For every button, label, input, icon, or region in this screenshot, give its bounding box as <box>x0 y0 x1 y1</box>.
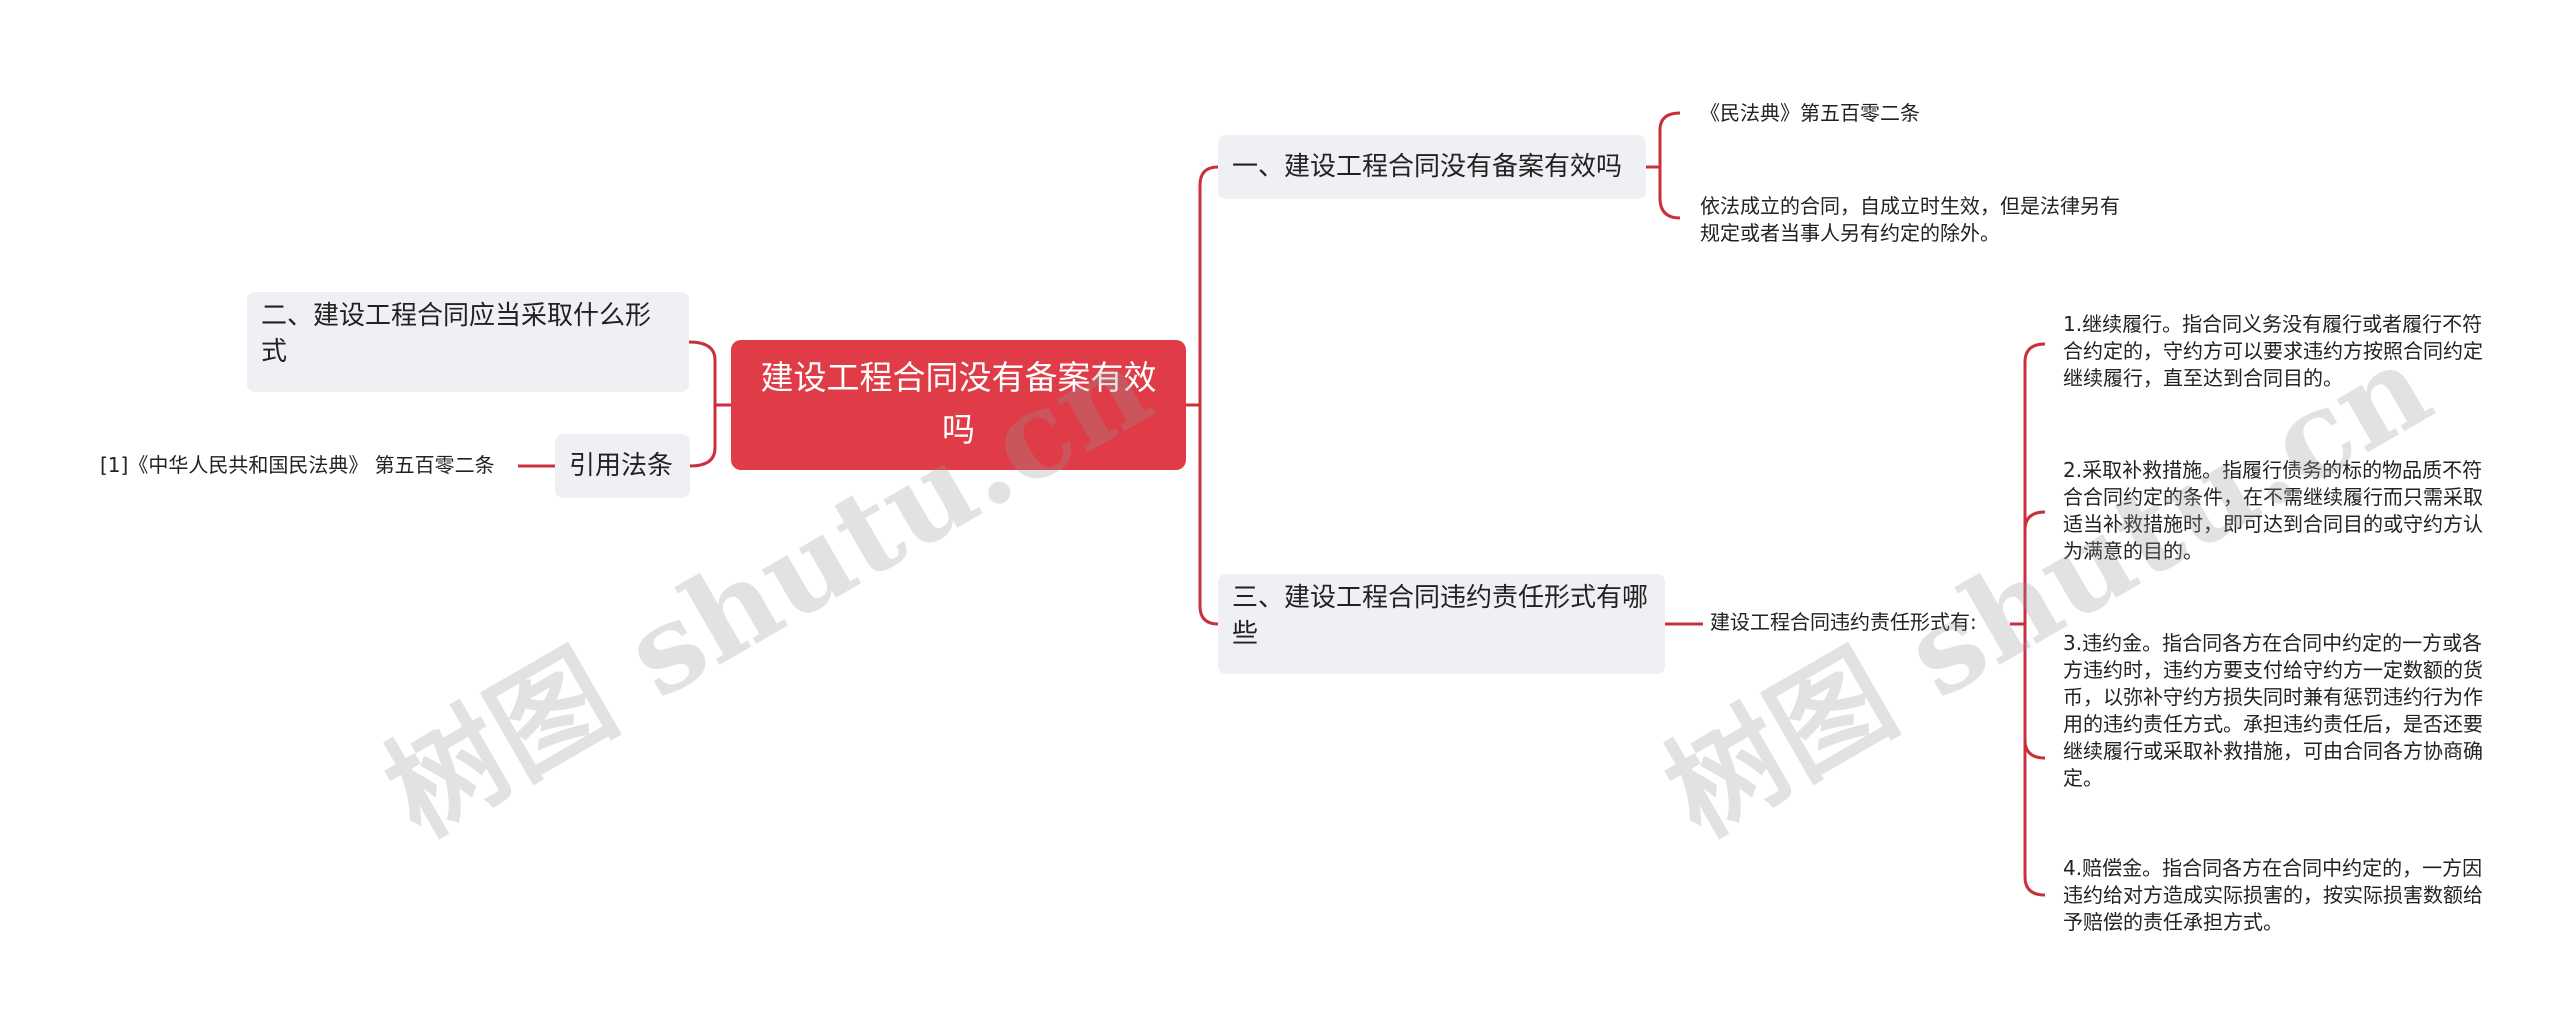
leaf-citation-reference[interactable]: [1]《中华人民共和国民法典》 第五百零二条 <box>100 453 495 477</box>
link-intro-item4 <box>2010 622 2046 897</box>
leaf-law-text[interactable]: 依法成立的合同，自成立时生效，但是法律另有规定或者当事人另有约定的除外。 <box>1700 194 2120 245</box>
link-intro-item2 <box>2010 510 2046 626</box>
leaf-continued-performance[interactable]: 1.继续履行。指合同义务没有履行或者履行不符合约定的，守约方可以要求违约方按照合… <box>2063 312 2483 390</box>
leaf-civil-code-article[interactable]: 《民法典》第五百零二条 <box>1700 101 1920 125</box>
leaf-liquidated-damages[interactable]: 3.违约金。指合同各方在合同中约定的一方或各方违约时，违约方要支付给守约方一定数… <box>2063 631 2483 790</box>
link-validity-civil <box>1646 111 1681 169</box>
link-validity-lawtext <box>1646 165 1681 220</box>
leaf-liability-intro[interactable]: 建设工程合同违约责任形式有: <box>1710 610 1977 634</box>
link-root-citation <box>689 403 731 468</box>
branch-liability-forms[interactable]: 三、建设工程合同违约责任形式有哪些 <box>1218 574 1665 674</box>
root-node[interactable]: 建设工程合同没有备案有效吗 <box>731 340 1186 470</box>
branch-validity[interactable]: 一、建设工程合同没有备案有效吗 <box>1218 135 1646 199</box>
link-root-form <box>688 340 731 407</box>
link-root-validity <box>1186 165 1219 407</box>
branch-citation[interactable]: 引用法条 <box>555 434 690 498</box>
link-intro-item1 <box>2010 342 2046 626</box>
link-root-liability <box>1186 403 1219 626</box>
leaf-remedial-measures[interactable]: 2.采取补救措施。指履行债务的标的物品质不符合合同约定的条件，在不需继续履行而只… <box>2063 458 2483 563</box>
leaf-compensation[interactable]: 4.赔偿金。指合同各方在合同中约定的，一方因违约给对方造成实际损害的，按实际损害… <box>2063 856 2483 934</box>
branch-contract-form[interactable]: 二、建设工程合同应当采取什么形式 <box>247 292 689 392</box>
link-intro-item3 <box>2010 622 2046 760</box>
